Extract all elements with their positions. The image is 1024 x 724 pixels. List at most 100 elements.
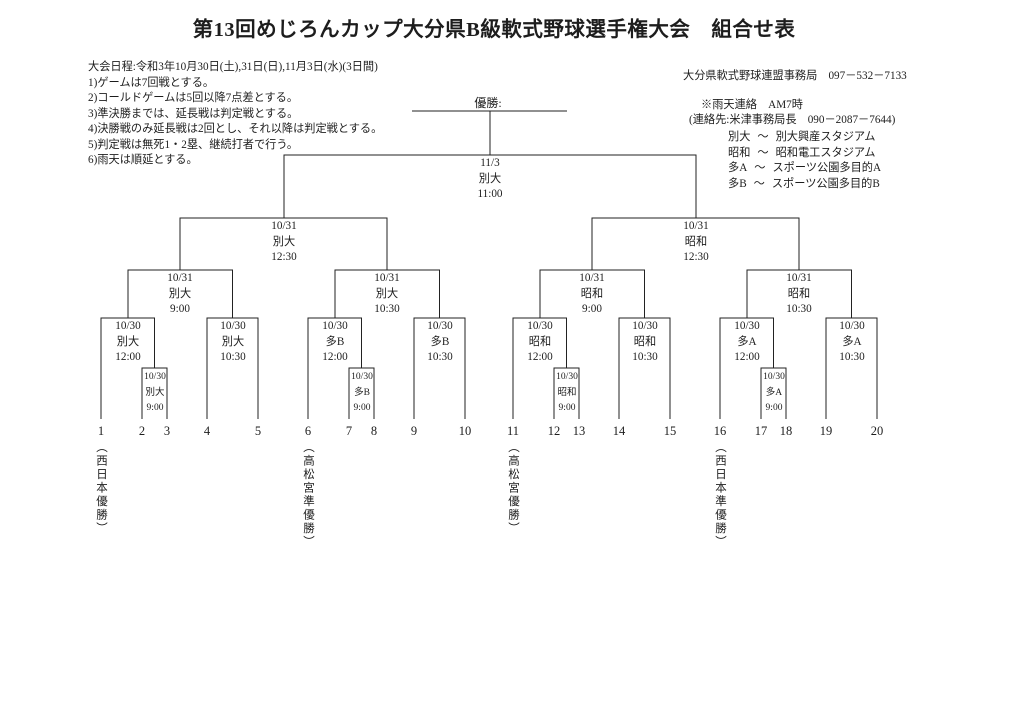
rain-contact: (連絡先:米津事務局長 090－2087－7644) bbox=[689, 114, 896, 126]
playin-game-1 bbox=[141, 367, 168, 419]
venue-abbr: 多A bbox=[728, 162, 748, 174]
team-slot-8: 8 bbox=[370, 424, 378, 438]
match-time: 11:00 bbox=[477, 188, 503, 200]
match-date: 10/31 bbox=[683, 220, 709, 232]
playin-game-3 bbox=[553, 367, 580, 419]
venue-legend: 別大 ～ 別大興産スタジアム 昭和 ～ 昭和電工スタジアム 多A ～ スポーツ公… bbox=[728, 128, 881, 190]
league-office-contact: 大分県軟式野球連盟事務局 097－532－7133 bbox=[683, 70, 907, 82]
match-playin-1: 10/30 別大 9:00 bbox=[144, 370, 166, 417]
match-time: 10:30 bbox=[374, 303, 400, 315]
team-slot-15: 15 bbox=[663, 424, 677, 438]
venue-tilde: ～ bbox=[757, 131, 769, 143]
rules-line: 6)雨天は順延とする。 bbox=[88, 154, 198, 166]
round1-game-3 bbox=[307, 317, 363, 419]
match-time: 12:30 bbox=[683, 251, 709, 263]
match-quarterfinal-4: 10/31 昭和 10:30 bbox=[786, 271, 811, 318]
champion-label: 優勝: bbox=[474, 96, 502, 110]
seed-label-slot-16: （西日本準優勝） bbox=[714, 441, 726, 549]
match-venue: 別大 bbox=[221, 335, 245, 348]
match-time: 12:00 bbox=[734, 351, 760, 363]
match-round1-2: 10/30 別大 10:30 bbox=[220, 319, 245, 366]
match-playin-2: 10/30 多B 9:00 bbox=[351, 370, 373, 417]
team-slot-12: 12 bbox=[547, 424, 561, 438]
team-slot-7: 7 bbox=[345, 424, 353, 438]
match-venue: 別大 bbox=[272, 235, 296, 248]
venue-row: 別大 ～ 別大興産スタジアム bbox=[728, 128, 881, 144]
match-date: 10/30 bbox=[351, 372, 373, 382]
venue-name: スポーツ公園多目的B bbox=[771, 177, 880, 190]
semifinal-left bbox=[179, 217, 388, 270]
match-time: 9:00 bbox=[558, 403, 576, 413]
match-date: 10/31 bbox=[271, 220, 297, 232]
venue-tilde: ～ bbox=[754, 162, 766, 174]
match-venue: 多A bbox=[737, 335, 757, 348]
team-slot-3: 3 bbox=[163, 424, 171, 438]
team-slot-10: 10 bbox=[458, 424, 472, 438]
rain-notice: ※雨天連絡 AM7時 bbox=[701, 99, 803, 111]
match-time: 12:00 bbox=[527, 351, 553, 363]
quarterfinal-4 bbox=[746, 269, 853, 318]
match-date: 10/30 bbox=[734, 320, 760, 332]
match-venue: 別大 bbox=[116, 335, 140, 348]
rules-line: 1)ゲームは7回戦とする。 bbox=[88, 76, 215, 89]
match-time: 12:00 bbox=[322, 351, 348, 363]
match-venue: 多B bbox=[325, 335, 345, 348]
match-date: 10/30 bbox=[144, 372, 166, 382]
match-date: 10/30 bbox=[115, 320, 141, 332]
rules-line: 3)準決勝までは、延長戦は判定戦とする。 bbox=[88, 107, 299, 120]
match-quarterfinal-1: 10/31 別大 9:00 bbox=[167, 271, 192, 318]
venue-name: 別大興産スタジアム bbox=[775, 131, 876, 143]
venue-abbr: 多B bbox=[728, 177, 747, 190]
match-date: 10/31 bbox=[786, 272, 812, 284]
match-semifinal-right: 10/31 昭和 12:30 bbox=[683, 219, 708, 266]
match-round1-5: 10/30 昭和 12:00 bbox=[527, 319, 552, 366]
match-date: 10/30 bbox=[556, 372, 578, 382]
match-time: 10:30 bbox=[632, 351, 658, 363]
rules-line: 4)決勝戦のみ延長戦は2回とし、それ以降は判定戦とする。 bbox=[88, 123, 383, 135]
match-quarterfinal-2: 10/31 別大 10:30 bbox=[374, 271, 399, 318]
match-venue: 多A bbox=[842, 335, 862, 348]
match-time: 9:00 bbox=[582, 303, 602, 315]
match-time: 9:00 bbox=[146, 403, 164, 413]
match-venue: 昭和 bbox=[684, 235, 708, 248]
team-slot-16: 16 bbox=[713, 424, 727, 438]
team-slot-11: 11 bbox=[506, 424, 520, 438]
team-slot-13: 13 bbox=[572, 424, 586, 438]
team-slot-9: 9 bbox=[410, 424, 418, 438]
match-round1-7: 10/30 多A 12:00 bbox=[734, 319, 759, 366]
seed-label-slot-1: （西日本優勝） bbox=[95, 441, 107, 536]
final-bracket bbox=[283, 154, 697, 218]
quarterfinal-2 bbox=[334, 269, 441, 318]
team-slot-2: 2 bbox=[138, 424, 146, 438]
match-round1-6: 10/30 昭和 10:30 bbox=[632, 319, 657, 366]
match-venue: 別大 bbox=[375, 287, 399, 300]
rules-line: 大会日程:令和3年10月30日(土),31日(日),11月3日(水)(3日間) bbox=[88, 61, 378, 73]
semifinal-right bbox=[591, 217, 800, 270]
team-slot-14: 14 bbox=[612, 424, 626, 438]
venue-name: 昭和電工スタジアム bbox=[775, 146, 876, 159]
match-date: 10/30 bbox=[527, 320, 553, 332]
match-time: 9:00 bbox=[765, 403, 783, 413]
match-date: 11/3 bbox=[480, 157, 500, 169]
match-venue: 多A bbox=[765, 387, 783, 398]
venue-abbr: 別大 bbox=[728, 131, 751, 143]
match-date: 10/30 bbox=[763, 372, 785, 382]
match-date: 10/31 bbox=[579, 272, 605, 284]
match-venue: 別大 bbox=[145, 387, 165, 398]
match-date: 10/30 bbox=[632, 320, 658, 332]
match-date: 10/30 bbox=[220, 320, 246, 332]
match-round1-8: 10/30 多A 10:30 bbox=[839, 319, 864, 366]
round1-game-7 bbox=[719, 317, 775, 419]
team-slot-4: 4 bbox=[203, 424, 211, 438]
match-round1-1: 10/30 別大 12:00 bbox=[115, 319, 140, 366]
match-playin-3: 10/30 昭和 9:00 bbox=[556, 370, 578, 417]
round1-game-1 bbox=[100, 317, 156, 419]
playin-game-2 bbox=[348, 367, 375, 419]
match-date: 10/31 bbox=[167, 272, 193, 284]
match-venue: 別大 bbox=[168, 287, 192, 300]
match-time: 10:30 bbox=[220, 351, 246, 363]
match-venue: 昭和 bbox=[633, 335, 657, 348]
match-time: 12:30 bbox=[271, 251, 297, 263]
team-slot-20: 20 bbox=[870, 424, 884, 438]
